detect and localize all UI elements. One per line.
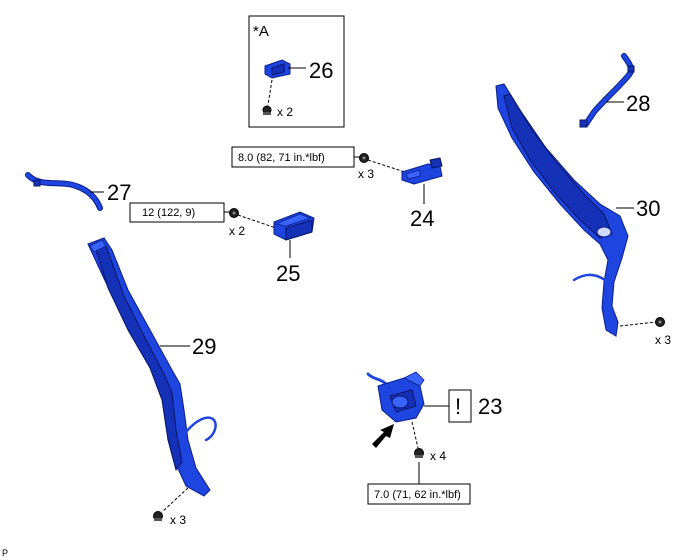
part-23-actuator (366, 371, 425, 423)
bolt-icon (359, 153, 369, 163)
callout-26: 26 (309, 58, 333, 83)
qty-23: x 4 (430, 449, 446, 463)
qty-29: x 3 (170, 513, 186, 527)
part-25-module (273, 211, 315, 241)
bolt-icon (229, 208, 239, 218)
torque-text-25: 12 (122, 9) (142, 207, 195, 219)
caution-box: ! (448, 389, 472, 423)
bolt-icon (655, 317, 665, 327)
callout-27: 27 (107, 180, 131, 205)
torque-text-24: 8.0 (82, 71 in.*lbf) (238, 152, 325, 164)
dash-26 (267, 79, 273, 106)
callout-24: 24 (410, 206, 434, 231)
dash-30 (619, 321, 657, 327)
dash-29 (161, 487, 189, 513)
qty-25: x 2 (229, 224, 245, 238)
callout-25: 25 (276, 261, 300, 286)
part-26-bracket (264, 59, 291, 79)
inset-view-a: *A 26 x 2 (248, 15, 345, 128)
dash-24 (367, 159, 406, 173)
part-30-trim (495, 83, 629, 337)
bolt-icon (262, 105, 272, 115)
qty-26: x 2 (277, 105, 293, 119)
inset-label: *A (253, 23, 269, 40)
part-28-harness (579, 53, 635, 128)
qty-24: x 3 (358, 167, 374, 181)
figure-code: P (2, 548, 8, 558)
callout-23: 23 (478, 394, 502, 419)
torque-spec-25: 12 (122, 9) (129, 202, 225, 223)
qty-30: x 3 (655, 333, 671, 347)
callout-29: 29 (192, 334, 216, 359)
part-24-sensor (401, 157, 443, 185)
callout-30: 30 (636, 196, 660, 221)
caution-mark: ! (455, 394, 461, 419)
part-27-harness (25, 172, 103, 211)
callout-28: 28 (626, 91, 650, 116)
arrow-icon (372, 424, 394, 448)
torque-spec-24: 8.0 (82, 71 in.*lbf) (231, 146, 355, 168)
bolt-icon (153, 511, 163, 521)
torque-text-23: 7.0 (71, 62 in.*lbf) (374, 489, 461, 501)
torque-spec-23: 7.0 (71, 62 in.*lbf) (367, 483, 471, 505)
part-29-trim (87, 237, 217, 497)
bolt-icon (414, 448, 424, 458)
dash-25 (237, 214, 277, 229)
dash-23 (411, 421, 419, 449)
